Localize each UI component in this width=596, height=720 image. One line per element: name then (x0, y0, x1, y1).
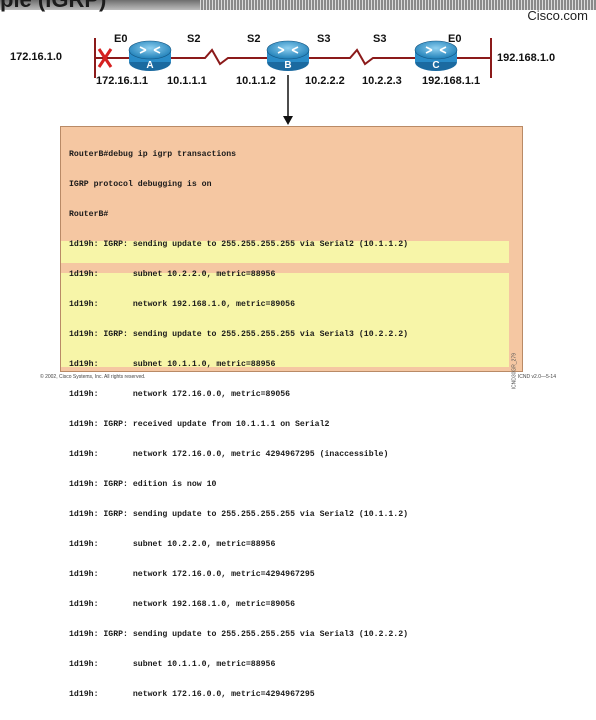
router-a-e0-ip: 172.16.1.1 (96, 75, 148, 87)
debug-line: 1d19h: subnet 10.1.1.0, metric=88956 (69, 660, 276, 669)
right-network-label: 192.168.1.0 (497, 52, 556, 64)
router-a-s2-ip: 10.1.1.1 (167, 75, 207, 87)
router-a-e0-label: E0 (114, 33, 128, 45)
debug-line: 1d19h: network 172.16.0.0, metric=429496… (69, 570, 315, 579)
link-failure-icon (97, 48, 113, 68)
router-c-s3-label: S3 (373, 33, 387, 45)
serial-link-b-c (308, 48, 416, 66)
router-c-label: C (432, 60, 439, 71)
course-page-number: ICND v2.0—5-14 (517, 374, 556, 380)
copyright-notice: © 2002, Cisco Systems, Inc. All rights r… (40, 374, 146, 380)
router-b-icon (266, 40, 310, 71)
debug-line: 1d19h: subnet 10.1.1.0, metric=88956 (69, 360, 276, 369)
router-a-label: A (146, 60, 153, 71)
debug-line: 1d19h: network 172.16.0.0, metric=89056 (69, 390, 291, 399)
router-b-s2-label: S2 (247, 33, 261, 45)
router-b-s3-ip: 10.2.2.2 (305, 75, 345, 87)
debug-line: 1d19h: IGRP: sending update to 255.255.2… (69, 510, 409, 519)
debug-line: 1d19h: IGRP: sending update to 255.255.2… (69, 330, 409, 339)
debug-line: 1d19h: subnet 10.2.2.0, metric=88956 (69, 540, 276, 549)
router-b-s3-label: S3 (317, 33, 331, 45)
network-topology: A B C (94, 38, 492, 125)
debug-line: 1d19h: IGRP: edition is now 10 (69, 480, 217, 489)
header-pattern (200, 0, 596, 10)
debug-line: 1d19h: network 172.16.0.0, metric=429496… (69, 690, 315, 699)
output-arrow-head (283, 116, 293, 125)
router-c-e0-label: E0 (448, 33, 462, 45)
left-network-label: 172.16.1.0 (10, 51, 62, 63)
router-c-e0-ip: 192.168.1.1 (422, 75, 481, 87)
debug-line: RouterB#debug ip igrp transactions (69, 150, 237, 159)
figure-code: ICND30GR_279 (511, 353, 517, 390)
debug-output-text: RouterB#debug ip igrp transactions IGRP … (69, 130, 408, 720)
highlight-received-update (61, 241, 509, 263)
router-c-icon (414, 40, 458, 71)
router-c-s3-ip: 10.2.2.3 (362, 75, 402, 87)
debug-line: 1d19h: IGRP: received update from 10.1.1… (69, 420, 330, 429)
debug-output-panel: RouterB#debug ip igrp transactions IGRP … (60, 126, 523, 699)
router-b-s2-ip: 10.1.1.2 (236, 75, 276, 87)
highlight-triggered-updates (61, 273, 509, 367)
router-a-icon (128, 40, 172, 71)
debug-line: 1d19h: network 192.168.1.0, metric=89056 (69, 300, 296, 309)
serial-link-a-b (170, 48, 268, 66)
debug-line: RouterB# (69, 210, 109, 219)
debug-line: 1d19h: subnet 10.2.2.0, metric=88956 (69, 270, 276, 279)
slide-title: ple (IGRP) (0, 0, 106, 13)
debug-line: 1d19h: IGRP: sending update to 255.255.2… (69, 240, 409, 249)
brand-link[interactable]: Cisco.com (527, 8, 588, 23)
debug-line: 1d19h: network 172.16.0.0, metric 429496… (69, 450, 389, 459)
debug-line: IGRP protocol debugging is on (69, 180, 212, 189)
debug-line: 1d19h: IGRP: sending update to 255.255.2… (69, 630, 409, 639)
debug-line: 1d19h: network 192.168.1.0, metric=89056 (69, 600, 296, 609)
router-b-label: B (284, 60, 291, 71)
router-a-s2-label: S2 (187, 33, 201, 45)
